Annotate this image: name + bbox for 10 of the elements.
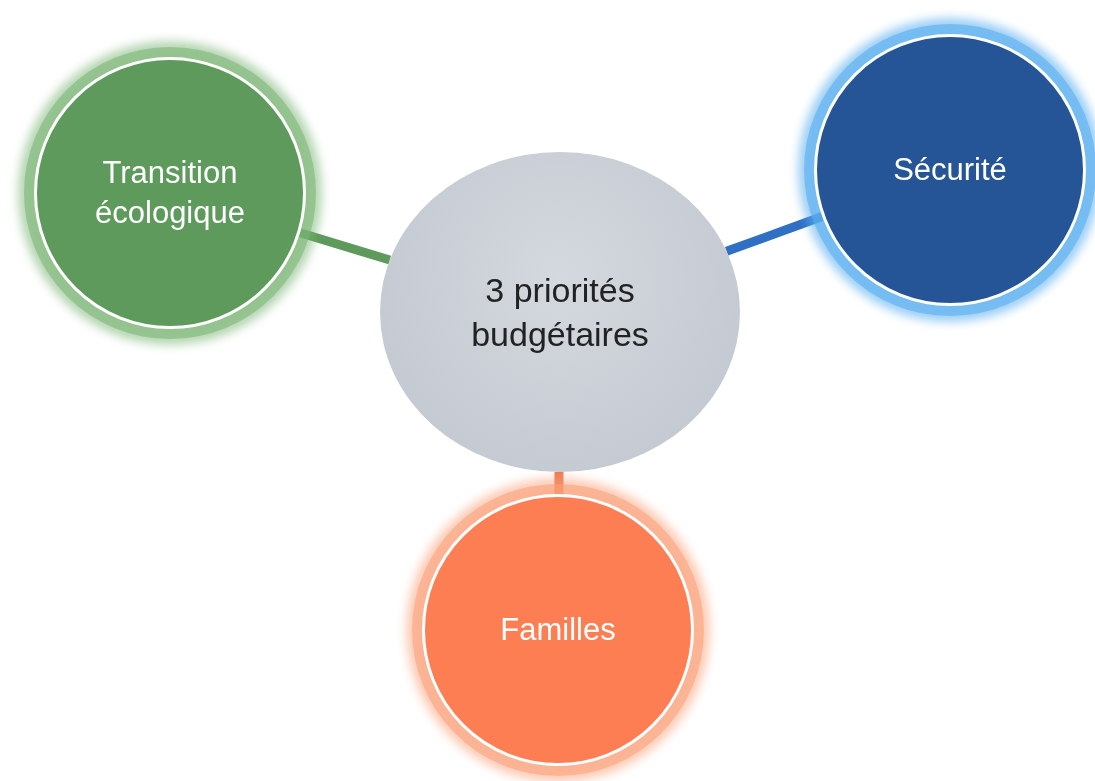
connector-line bbox=[554, 472, 564, 494]
connector-line bbox=[298, 228, 392, 265]
circle-node bbox=[422, 494, 694, 766]
node-label: Familles bbox=[500, 610, 616, 649]
circle-node bbox=[34, 57, 306, 329]
node-label: Transition écologique bbox=[94, 153, 246, 232]
node-label: Sécurité bbox=[893, 150, 1007, 189]
circle-node bbox=[814, 34, 1086, 306]
node-label: 3 priorités budgétaires bbox=[470, 269, 650, 355]
connector-line bbox=[725, 212, 824, 256]
